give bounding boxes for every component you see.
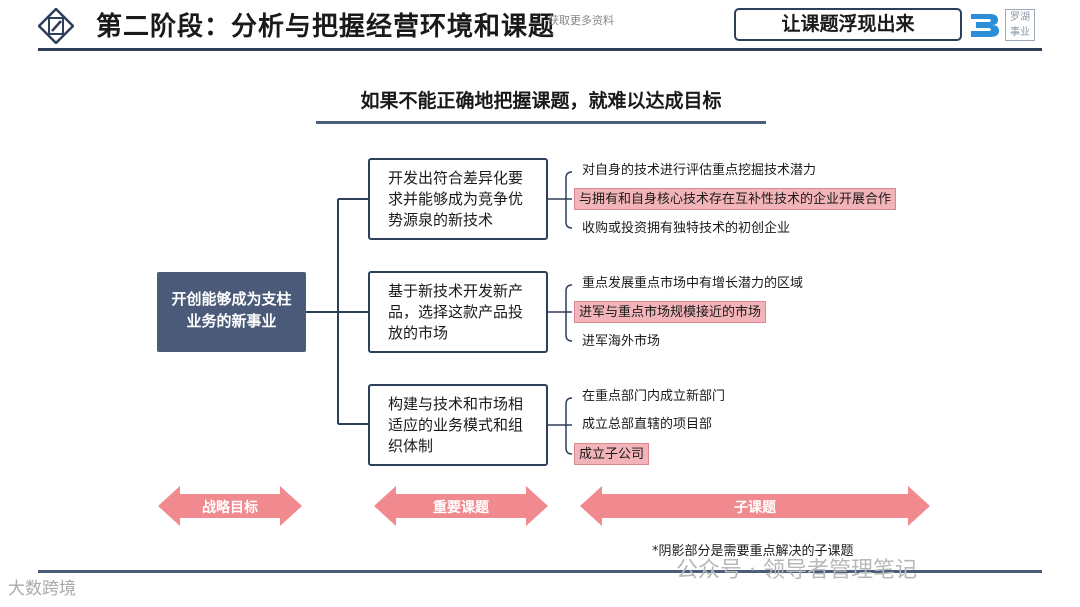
header: 第二阶段：分析与把握经营环境和课题 获取更多资料 让课题浮现出来 罗湖 事业 bbox=[0, 0, 1080, 51]
goal-level-arrow bbox=[158, 486, 302, 526]
pencil-document-icon bbox=[38, 8, 74, 44]
issue-box-2: 基于新技术开发新产品，选择这款产品投放的市场 bbox=[368, 271, 548, 353]
sub-issue-level-label: 子课题 bbox=[734, 500, 776, 516]
sub-issue-3-2: 成立总部直辖的项目部 bbox=[582, 417, 713, 432]
sub-issue-level-arrow bbox=[580, 486, 930, 526]
issue-box-1: 开发出符合差异化要求并能够成为竞争优势源泉的新技术 bbox=[368, 158, 548, 240]
sub-issue-2-3: 进军海外市场 bbox=[582, 334, 661, 349]
watermark-left: 大数跨境 bbox=[8, 579, 76, 599]
sub-issue-3-3: 成立子公司 bbox=[574, 443, 650, 465]
sub-issue-1-1: 对自身的技术进行评估重点挖掘技术潜力 bbox=[582, 163, 817, 178]
sub-issue-2-2: 进军与重点市场规模接近的市场 bbox=[574, 301, 767, 323]
strategic-goal-box: 开创能够成为支柱业务的新事业 bbox=[157, 272, 306, 352]
issue-level-label: 重要课题 bbox=[433, 500, 489, 516]
issue-box-3: 构建与技术和市场相适应的业务模式和组织体制 bbox=[368, 384, 548, 466]
subtitle-underline bbox=[316, 121, 766, 124]
goal-level-label: 战略目标 bbox=[202, 500, 258, 516]
sub-issue-1-3: 收购或投资拥有独特技术的初创企业 bbox=[582, 221, 791, 236]
bottom-divider bbox=[38, 570, 1042, 573]
sub-issue-2-1: 重点发展重点市场中有增长潜力的区域 bbox=[582, 276, 804, 291]
brand-logo-icon bbox=[971, 14, 999, 37]
page-title: 第二阶段：分析与把握经营环境和课题 bbox=[96, 12, 556, 42]
sub-issue-3-1: 在重点部门内成立新部门 bbox=[582, 389, 726, 404]
header-divider bbox=[38, 48, 1042, 51]
subtitle: 如果不能正确地把握课题，就难以达成目标 bbox=[360, 90, 722, 112]
logo-stamp: 罗湖 事业 bbox=[1005, 9, 1035, 41]
watermark-right: 公众号 · 领导者管理笔记 bbox=[676, 558, 917, 583]
header-tag: 让课题浮现出来 bbox=[734, 8, 962, 41]
sub-issue-1-2: 与拥有和自身核心技术存在互补性技术的企业开展合作 bbox=[574, 188, 897, 210]
footnote: *阴影部分是需要重点解决的子课题 bbox=[652, 544, 854, 559]
header-watermark: 获取更多资料 bbox=[548, 14, 614, 27]
issue-level-arrow bbox=[374, 486, 548, 526]
